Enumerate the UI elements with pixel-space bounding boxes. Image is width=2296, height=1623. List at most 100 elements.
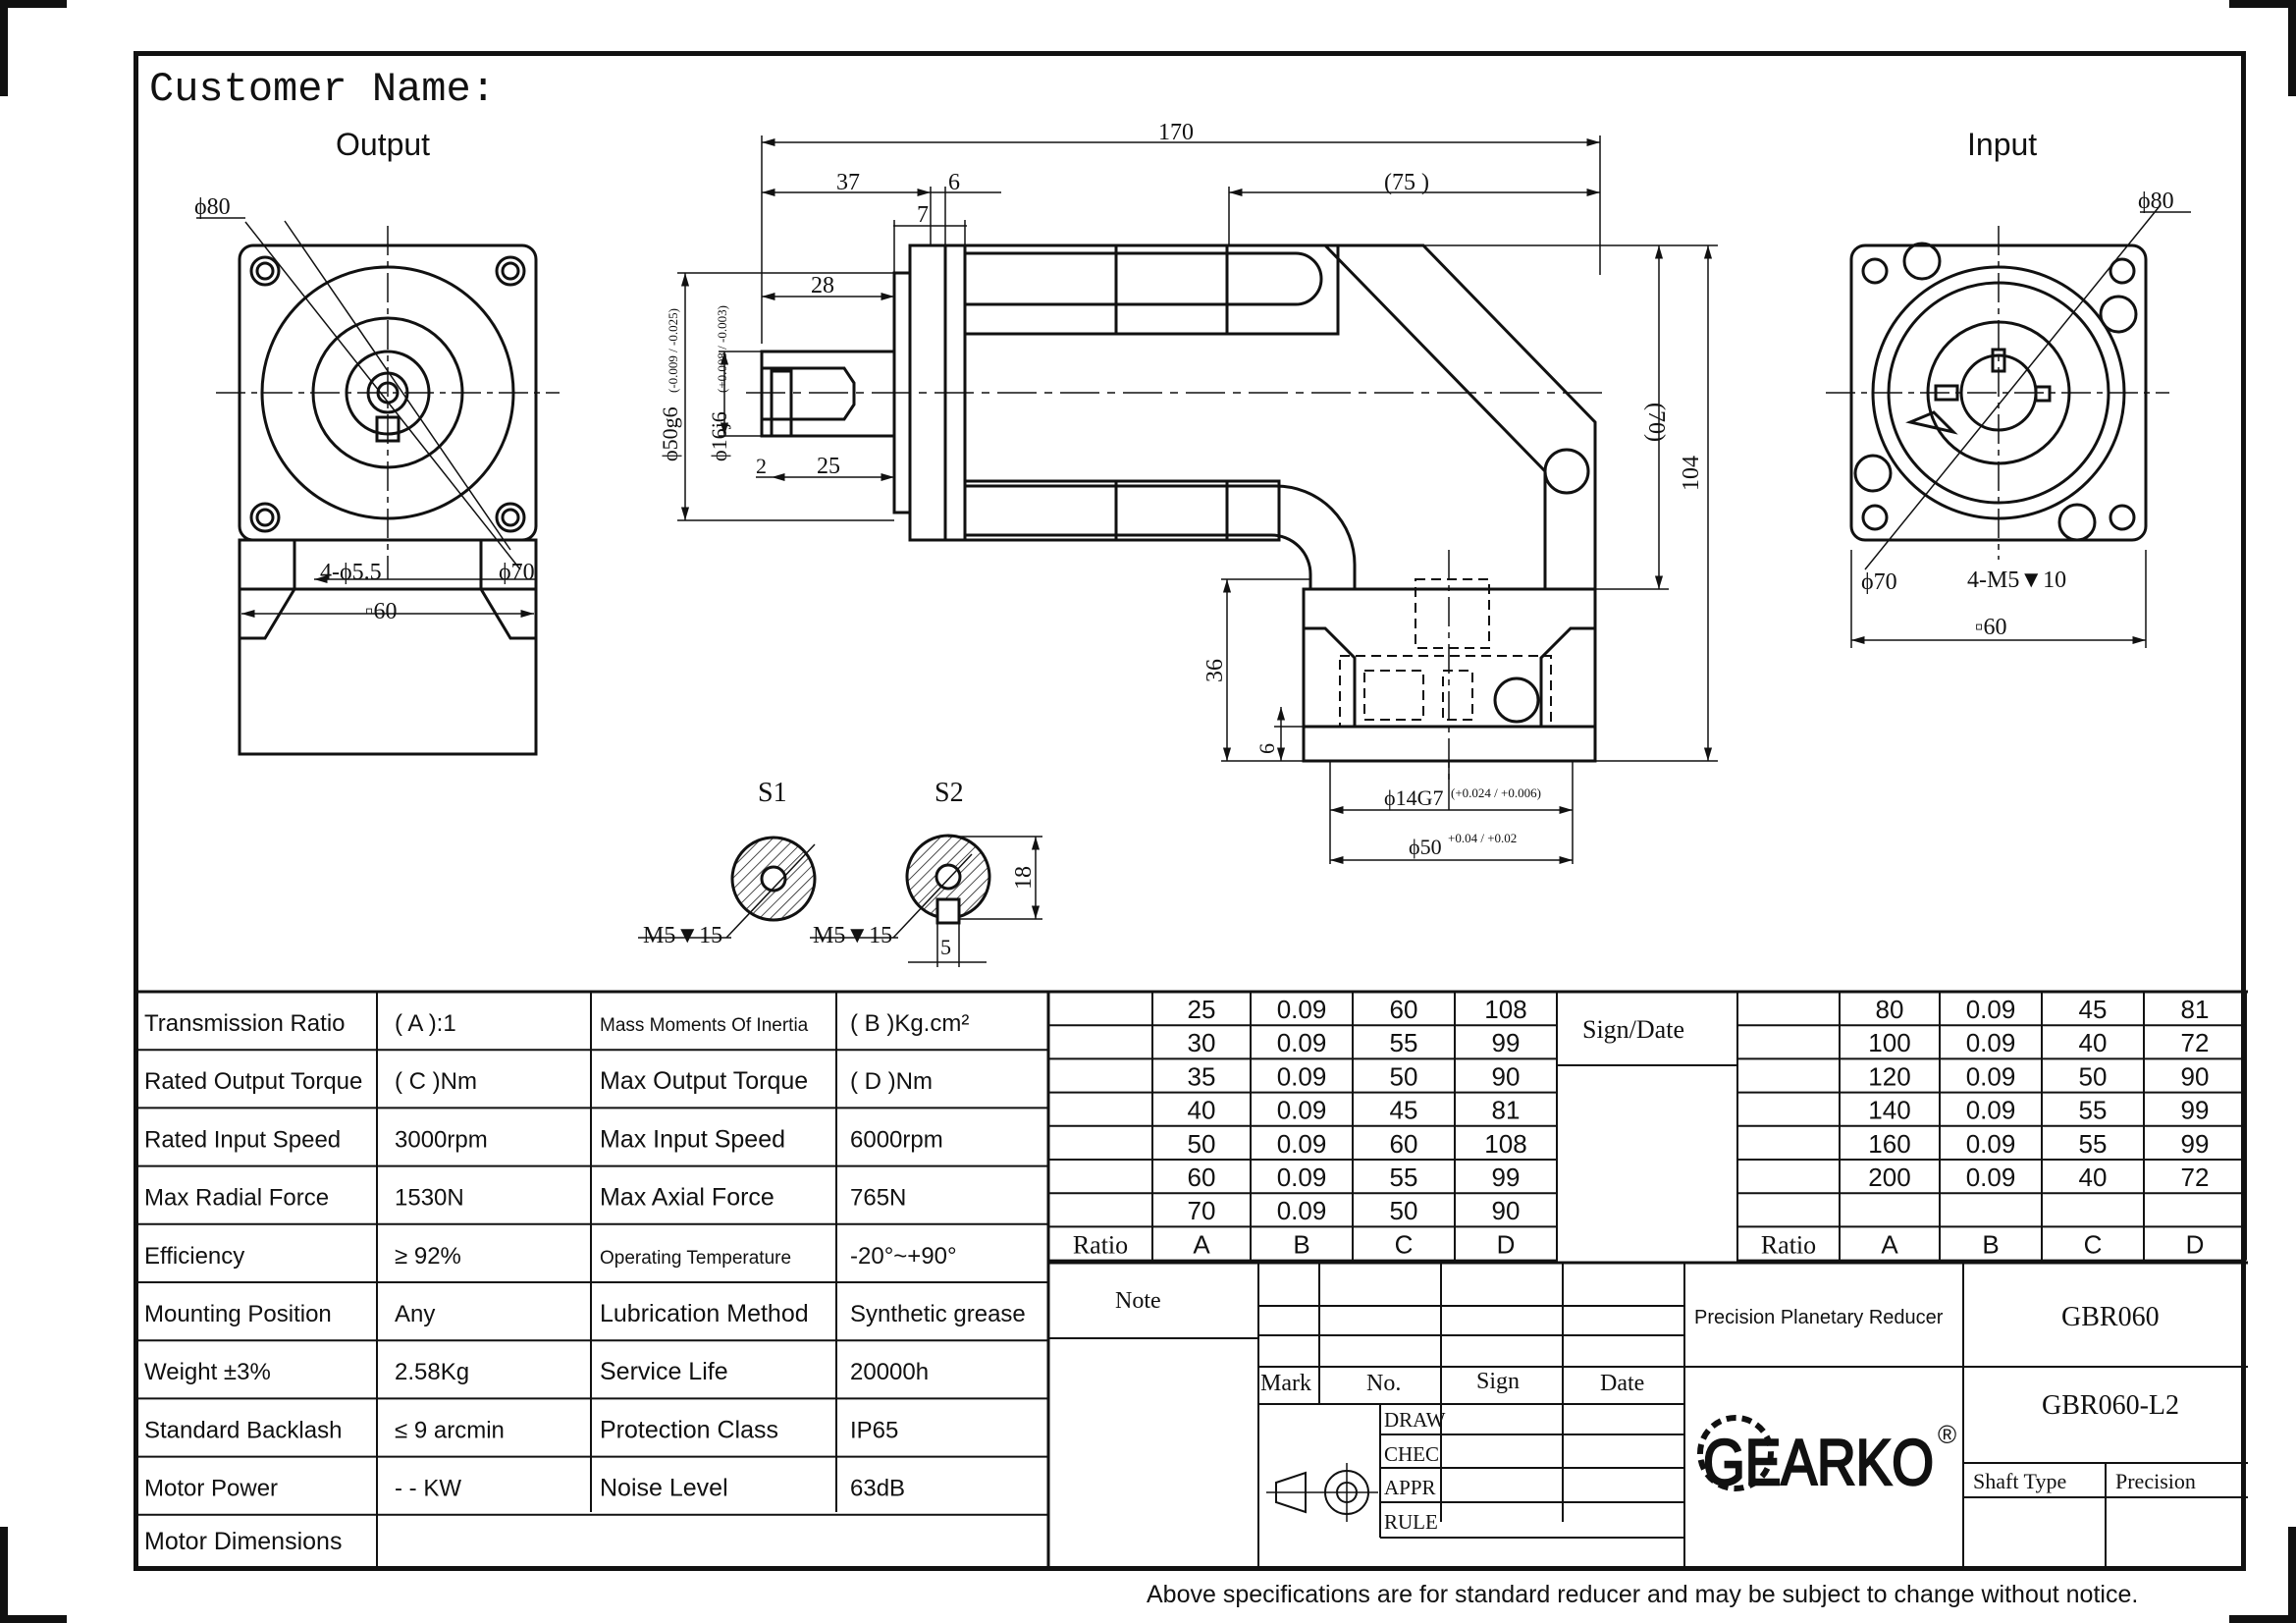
dim-d50g6: ϕ50g6: [658, 406, 682, 461]
corner-mark-bottom-right: [2229, 1527, 2296, 1623]
dim-7: 7: [917, 202, 929, 228]
spec-value: 765N: [850, 1185, 906, 1212]
ratio-cell: 60: [1390, 1129, 1418, 1159]
dim-25: 25: [817, 454, 840, 479]
ratio-cell: 50: [1188, 1129, 1216, 1159]
spec-value: ≤ 9 arcmin: [395, 1417, 505, 1443]
ratio-cell: 35: [1188, 1061, 1216, 1091]
ratio-cell: 25: [1188, 995, 1216, 1024]
ratio-cell: 40: [2079, 1163, 2108, 1192]
ratio-header: B: [1982, 1229, 1999, 1259]
footer-note: Above specifications are for standard re…: [1147, 1581, 2139, 1608]
output-view: [196, 217, 560, 756]
ratio-cell: 108: [1484, 1129, 1526, 1159]
ratio-cell: 90: [1492, 1061, 1521, 1091]
dim-36: 36: [1202, 659, 1228, 682]
dim-d16j6-tol: (+0.008 / -0.003): [715, 305, 729, 393]
spec-label: Lubrication Method: [600, 1300, 809, 1327]
spec-label: Service Life: [600, 1358, 728, 1385]
ratio-cell: 0.09: [1277, 995, 1327, 1024]
mark-header: Mark: [1260, 1371, 1311, 1396]
motor-dimensions-label: Motor Dimensions: [144, 1528, 342, 1555]
gearko-logo: GEARKO ®: [1697, 1415, 1956, 1499]
side-view: [677, 135, 1718, 865]
dim-d14g7-tol: (+0.024 / +0.006): [1451, 785, 1541, 800]
date-header: Date: [1600, 1371, 1644, 1396]
spec-label: Max Output Torque: [600, 1067, 808, 1095]
dim-d16j6: ϕ16j6: [707, 411, 731, 461]
dim-6-bottom: 6: [1255, 743, 1279, 754]
spec-value: IP65: [850, 1417, 898, 1443]
ratio-cell: 200: [1868, 1163, 1910, 1192]
spec-value: 1530N: [395, 1185, 464, 1212]
spec-label: Motor Power: [144, 1476, 278, 1502]
spec-label: Weight ±3%: [144, 1359, 271, 1385]
ratio-cell: 0.09: [1966, 1028, 2016, 1057]
ratio-cell: 0.09: [1966, 1163, 2016, 1192]
ratio-cell: 0.09: [1277, 1129, 1327, 1159]
ratio-cell: 60: [1188, 1163, 1216, 1192]
ratio-cell: 72: [2181, 1028, 2210, 1057]
ratio-cell: 40: [1188, 1096, 1216, 1125]
input-d70-label: ϕ70: [1861, 569, 1897, 595]
output-view-label: Output: [336, 127, 430, 162]
ratio-cell: 99: [1492, 1028, 1521, 1057]
ratio-cell: 120: [1868, 1061, 1910, 1091]
spec-label: Noise Level: [600, 1475, 728, 1502]
draw-label: DRAW: [1384, 1408, 1446, 1432]
spec-value: ( A ):1: [395, 1010, 456, 1037]
spec-value: ( D )Nm: [850, 1068, 933, 1095]
spec-value: ( C )Nm: [395, 1068, 477, 1095]
spec-label: Max Input Speed: [600, 1125, 785, 1153]
dim-2: 2: [756, 454, 767, 478]
output-sq60-label: ▫60: [365, 599, 398, 624]
dim-104: 104: [1679, 456, 1704, 491]
title-block-grid: [1048, 1261, 2248, 1571]
shaft-s2-width: 5: [940, 935, 951, 959]
ratio-cell: 99: [2181, 1129, 2210, 1159]
spec-value: -20°~+90°: [850, 1243, 957, 1270]
shaft-s1-label: S1: [758, 778, 787, 808]
ratio-cell: 50: [1390, 1196, 1418, 1225]
appr-label: APPR: [1384, 1476, 1436, 1499]
no-header: No.: [1366, 1371, 1401, 1396]
ratio-cell: 45: [2079, 995, 2108, 1024]
dim-d14g7: ϕ14G7: [1384, 785, 1443, 810]
ratio-cell: 72: [2181, 1163, 2210, 1192]
ratio-cell: 0.09: [1966, 995, 2016, 1024]
spec-label: Rated Output Torque: [144, 1068, 362, 1095]
ratio-cell: 99: [2181, 1096, 2210, 1125]
ratio-cell: 80: [1876, 995, 1904, 1024]
ratio-cell: 81: [1492, 1096, 1521, 1125]
spec-value: 6000rpm: [850, 1126, 943, 1153]
shaft-s2-thread: M5▼15: [813, 923, 892, 948]
ratio-cell: 55: [1390, 1163, 1418, 1192]
logo-text: GEARKO: [1703, 1426, 1934, 1498]
note-label: Note: [1115, 1288, 1161, 1314]
ratio-cell: 55: [2079, 1129, 2108, 1159]
spec-value: ≥ 92%: [395, 1243, 461, 1270]
spec-value: 3000rpm: [395, 1126, 488, 1153]
spec-label: Max Axial Force: [600, 1184, 774, 1212]
ratio-cell: 0.09: [1277, 1028, 1327, 1057]
ratio-cell: 0.09: [1966, 1129, 2016, 1159]
ratio-cell: 55: [1390, 1028, 1418, 1057]
input-view-label: Input: [1967, 127, 2037, 162]
ratio-header: B: [1293, 1229, 1309, 1259]
sign-header: Sign: [1476, 1369, 1520, 1394]
spec-value: Any: [395, 1301, 435, 1327]
ratio-header: D: [1497, 1229, 1516, 1259]
ratio-cell: 60: [1390, 995, 1418, 1024]
spec-value: Synthetic grease: [850, 1301, 1026, 1327]
ratio-header: C: [2084, 1229, 2103, 1259]
product-name: Precision Planetary Reducer: [1694, 1307, 1944, 1328]
chec-label: CHEC: [1384, 1442, 1439, 1466]
ratio-header: Ratio: [1073, 1230, 1128, 1259]
output-holes-label: 4-ϕ5.5: [320, 560, 382, 585]
spec-label: Max Radial Force: [144, 1185, 329, 1212]
ratio-cell: 0.09: [1277, 1196, 1327, 1225]
spec-table-grid: [133, 990, 2248, 1571]
